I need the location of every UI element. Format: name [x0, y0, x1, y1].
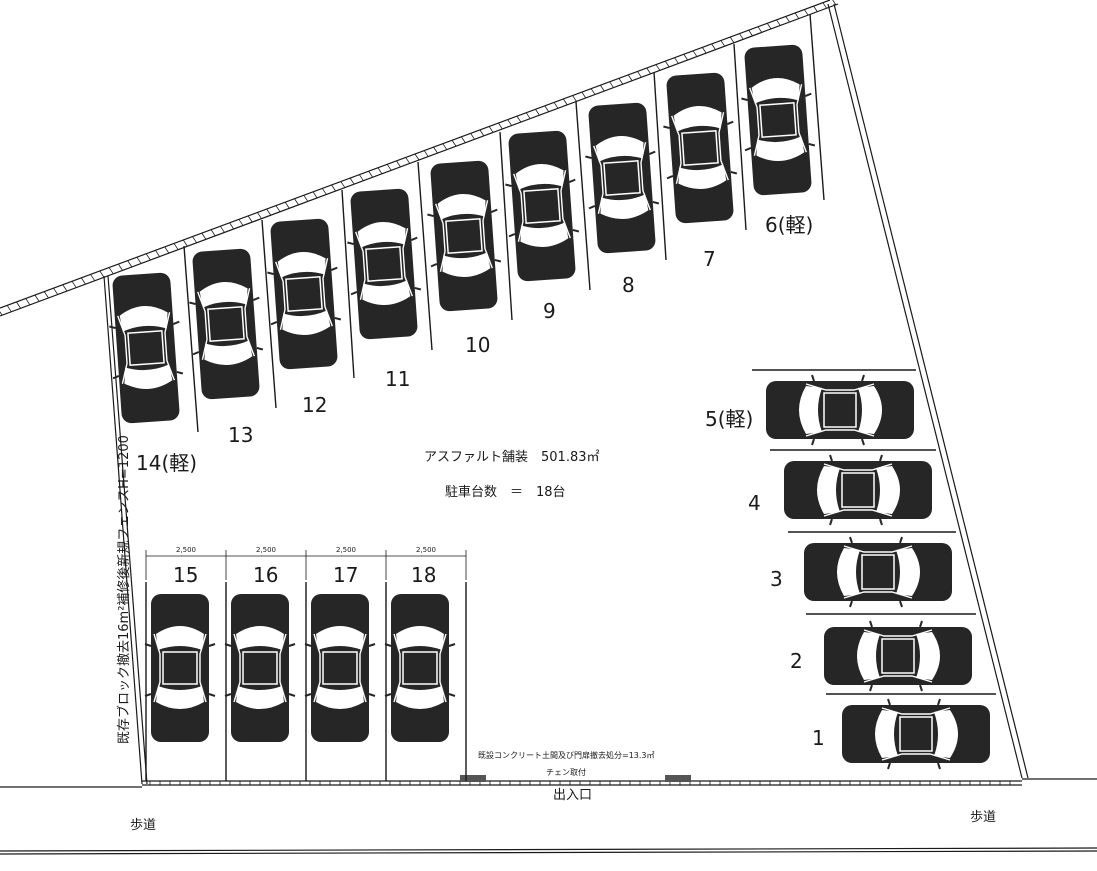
- parking-count-label: 駐車台数 ＝ 18台: [445, 485, 566, 500]
- car-4: [783, 454, 933, 526]
- dimension-label-4: 2,500: [416, 546, 436, 554]
- car-7: [658, 70, 742, 226]
- car-16: [224, 593, 296, 743]
- car-6: [736, 42, 820, 198]
- space-number-10: 10: [465, 333, 490, 357]
- stall-dividers: [145, 13, 996, 781]
- gate-post-left: [460, 775, 486, 782]
- fence-hatching: [0, 0, 1011, 785]
- space-number-13: 13: [228, 423, 253, 447]
- car-15: [144, 593, 216, 743]
- dimension-label-3: 2,500: [336, 546, 356, 554]
- surface-label: アスファルト舗装 501.83㎡: [424, 450, 600, 465]
- dimension-labels: 2,500 2,500 2,500 2,500: [176, 546, 436, 554]
- sidewalk-label-right: 歩道: [970, 810, 996, 825]
- space-number-12: 12: [302, 393, 327, 417]
- space-number-9: 9: [543, 299, 556, 323]
- space-number-15: 15: [173, 563, 198, 587]
- dimension-line: [145, 550, 467, 580]
- space-number-4: 4: [748, 491, 761, 515]
- space-number-18: 18: [411, 563, 436, 587]
- car-2: [823, 620, 973, 692]
- space-number-8: 8: [622, 273, 635, 297]
- entrance-label: 出入口: [553, 788, 592, 803]
- sidewalk-label-left: 歩道: [130, 818, 156, 833]
- car-8: [580, 100, 664, 256]
- space-number-2: 2: [790, 649, 803, 673]
- car-9: [500, 128, 584, 284]
- car-5: [765, 374, 915, 446]
- car-10: [422, 158, 506, 314]
- space-numbers: 1 2 3 4 5(軽) 6(軽) 7 8 9 10 11 12 13 14(軽…: [136, 213, 825, 750]
- space-number-6: 6(軽): [765, 213, 813, 237]
- dimension-label-1: 2,500: [176, 546, 196, 554]
- chain-note: チェン取付: [546, 767, 586, 777]
- demolition-note: 既設コンクリート土間及び門扉撤去処分=13.3㎡: [478, 750, 655, 760]
- car-1: [841, 698, 991, 770]
- space-number-3: 3: [770, 567, 783, 591]
- car-17: [304, 593, 376, 743]
- car-3: [803, 536, 953, 608]
- car-13: [184, 246, 268, 402]
- space-number-7: 7: [703, 247, 716, 271]
- car-12: [262, 216, 346, 372]
- dimension-label-2: 2,500: [256, 546, 276, 554]
- gate-post-right: [665, 775, 691, 782]
- space-number-16: 16: [253, 563, 278, 587]
- car-11: [342, 186, 426, 342]
- space-number-1: 1: [812, 726, 825, 750]
- space-number-14: 14(軽): [136, 451, 197, 475]
- space-number-17: 17: [333, 563, 358, 587]
- cars: [104, 42, 991, 770]
- car-18: [384, 593, 456, 743]
- space-number-5: 5(軽): [705, 407, 753, 431]
- fence-note: 既存ブロック撤去16m²補修後新規フェンスH=1200: [116, 435, 132, 744]
- space-number-11: 11: [385, 367, 410, 391]
